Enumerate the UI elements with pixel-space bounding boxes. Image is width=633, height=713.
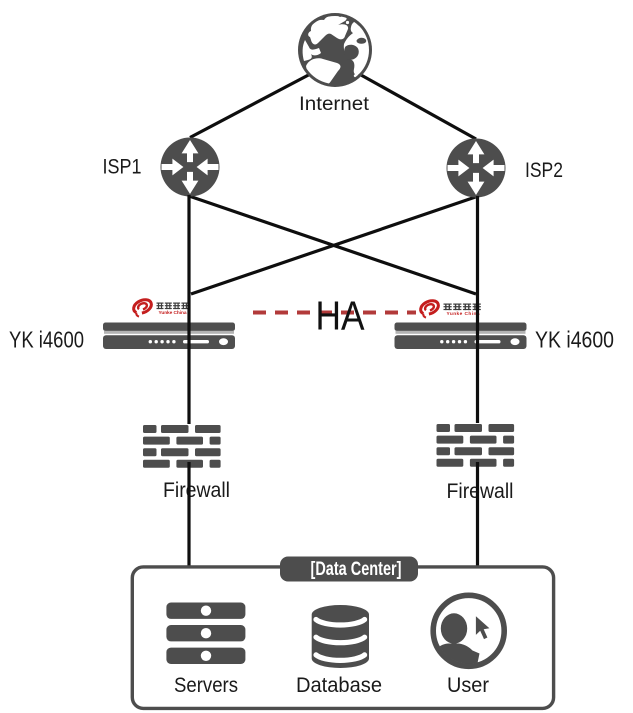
svg-text:ISP1: ISP1 (103, 155, 142, 179)
svg-text:Yunke China: Yunke China (159, 310, 187, 316)
svg-text:ISP2: ISP2 (525, 158, 563, 182)
svg-text:HA: HA (316, 293, 366, 339)
svg-text:YK i4600: YK i4600 (535, 327, 614, 353)
svg-text:User: User (447, 673, 489, 697)
svg-text:YK i4600: YK i4600 (9, 327, 84, 353)
svg-text:Firewall: Firewall (163, 478, 230, 502)
svg-text:Yunke China: Yunke China (447, 311, 480, 317)
svg-text:Internet: Internet (299, 93, 370, 115)
svg-text:[Data Center]: [Data Center] (311, 559, 402, 580)
svg-text:Servers: Servers (174, 673, 238, 697)
svg-text:Database: Database (296, 673, 382, 697)
svg-text:Firewall: Firewall (447, 479, 514, 503)
